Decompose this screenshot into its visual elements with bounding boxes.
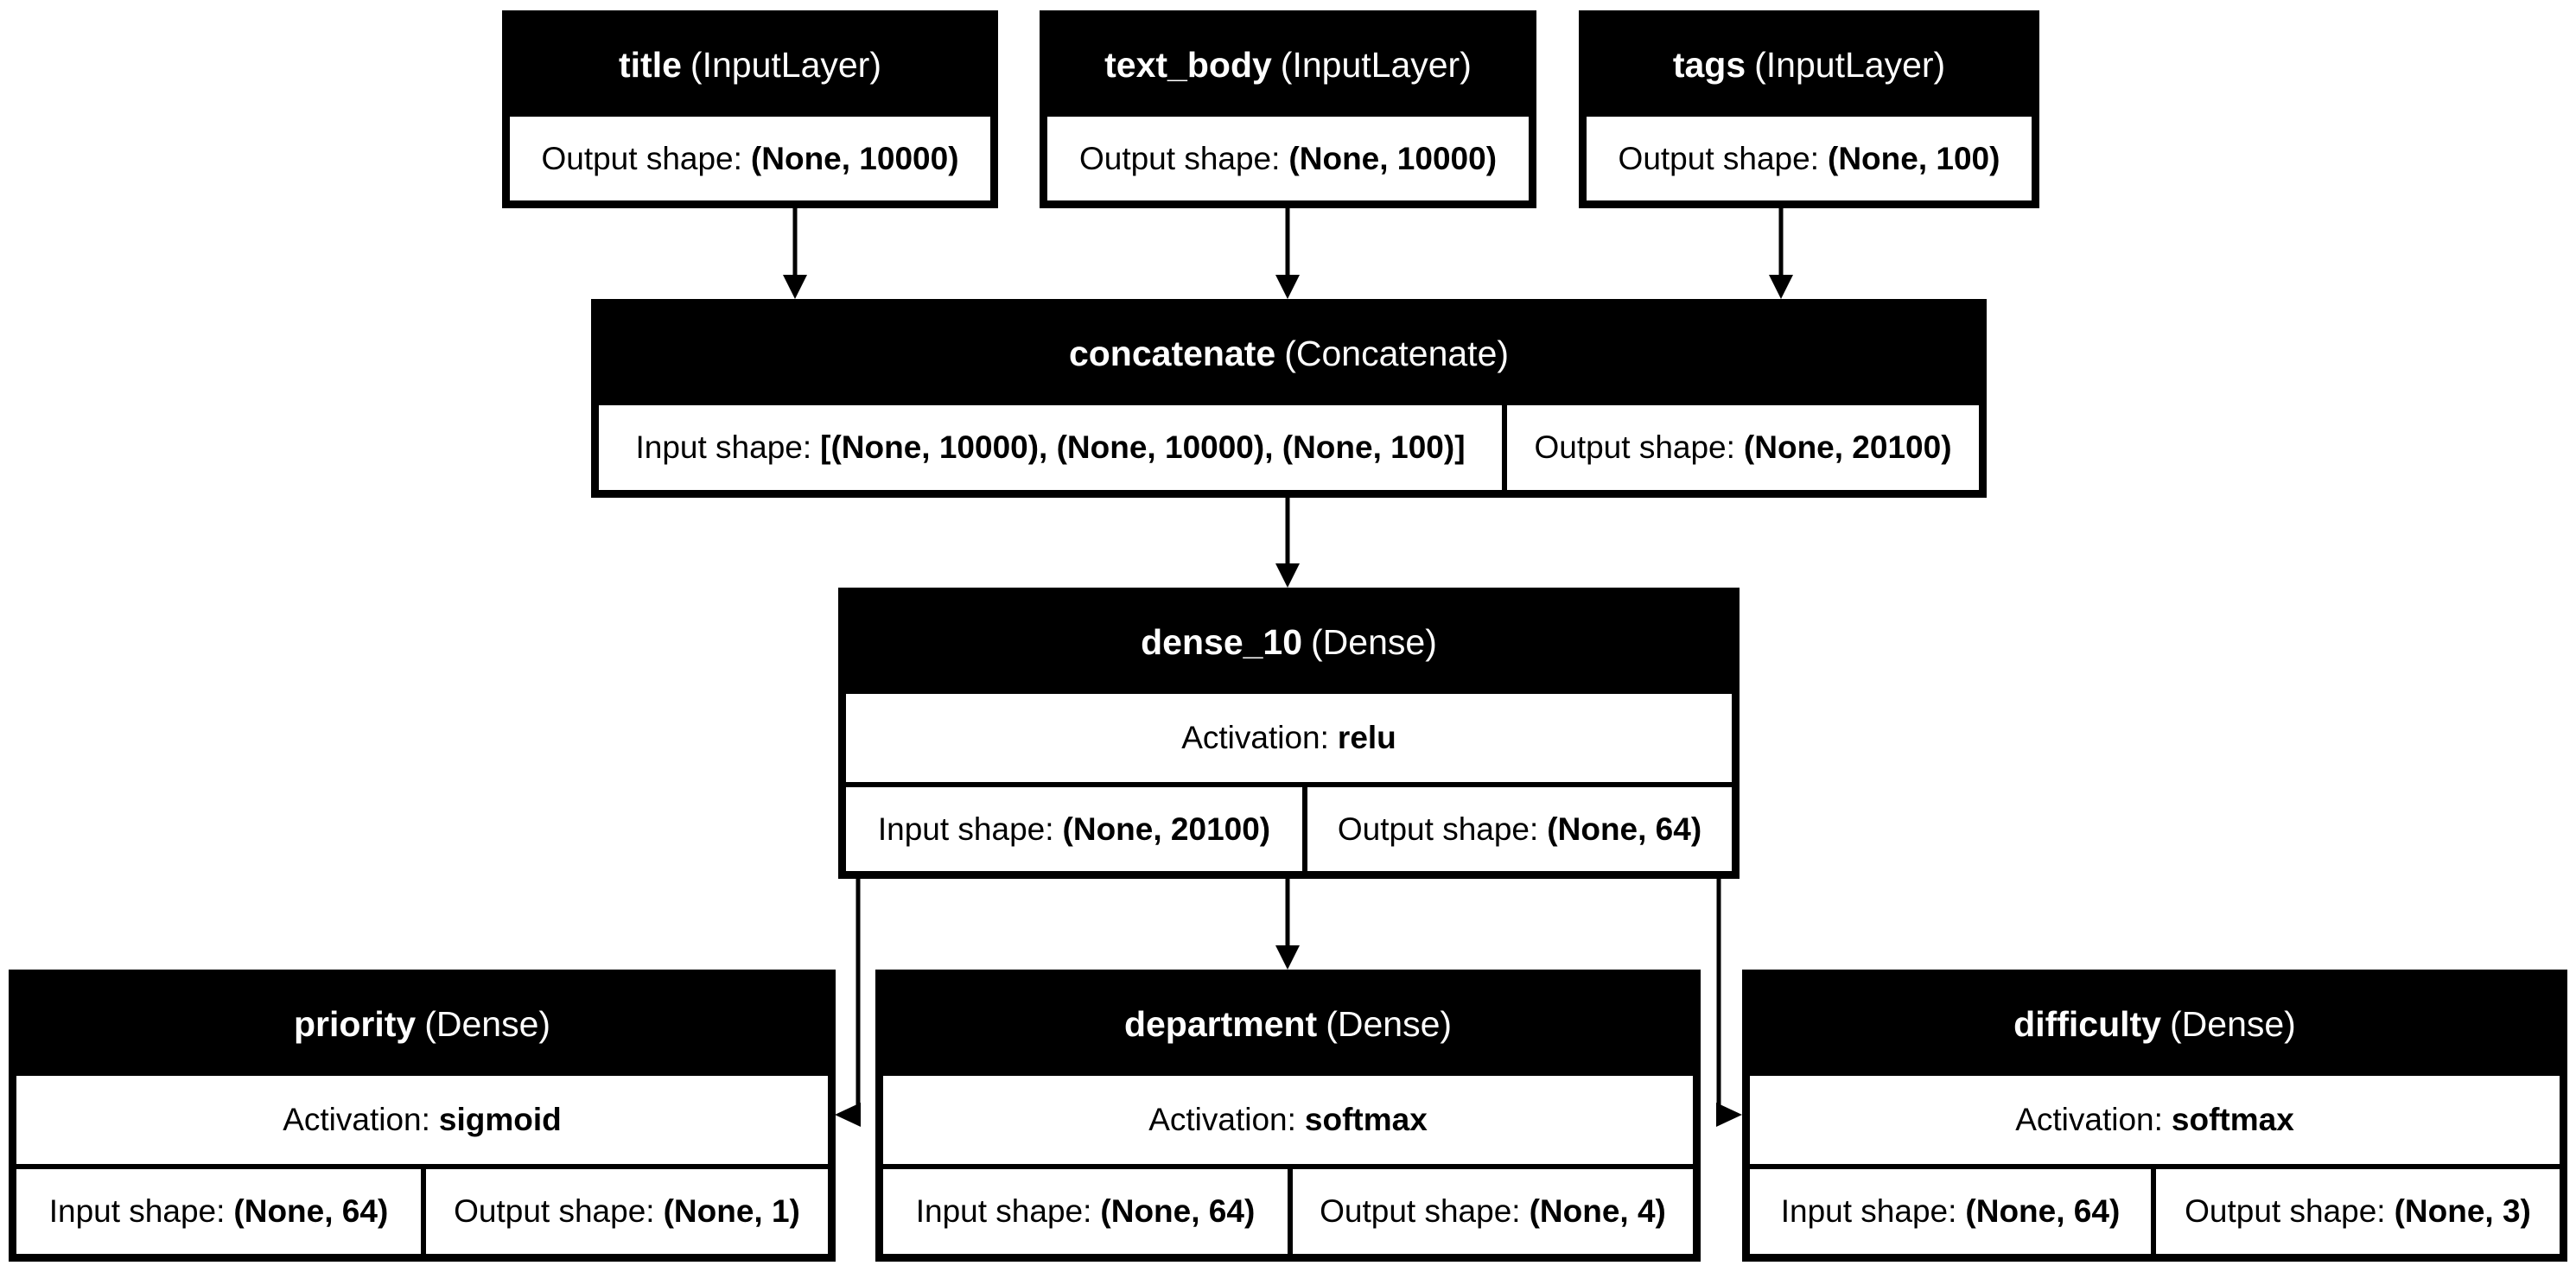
input-shape-value: [(None, 10000), (None, 10000), (None, 10… [820,429,1466,465]
input-shape-label: Input shape: [635,429,812,465]
output-shape-label: Output shape: [1078,140,1281,176]
arrowhead [1275,563,1300,588]
output-shape-value: (None, 20100) [1743,429,1952,465]
layer-name: text_body [1104,44,1272,85]
input-shape-value: (None, 64) [233,1193,389,1229]
layer-class: (Dense) [1311,621,1437,662]
activation-cell: Activation: relu [843,691,1734,785]
output-shape-cell: Output shape: (None, 10000) [507,114,993,203]
edge-dense_10-priority [855,878,861,1117]
node-difficulty-header: difficulty (Dense) [1747,975,2562,1073]
node-text_body-header: text_body (InputLayer) [1045,16,1531,114]
input-shape-cell: Input shape: (None, 64) [14,1167,423,1256]
node-title: title (InputLayer) Output shape: (None, … [502,10,998,208]
activation-value: relu [1337,720,1396,755]
arrowhead [1275,275,1300,299]
node-priority: priority (Dense) Activation: sigmoid Inp… [9,970,836,1262]
activation-value: softmax [2171,1102,2294,1137]
output-shape-cell: Output shape: (None, 10000) [1045,114,1531,203]
input-shape-label: Input shape: [1780,1193,1957,1229]
arrowhead [1275,945,1300,970]
output-shape-value: (None, 1) [663,1193,800,1229]
input-shape-label: Input shape: [877,811,1054,847]
node-tags-header: tags (InputLayer) [1584,16,2034,114]
layer-class: (Dense) [424,1003,551,1044]
layer-name: priority [293,1003,417,1044]
input-shape-label: Input shape: [915,1193,1092,1229]
node-title-header: title (InputLayer) [507,16,993,114]
layer-name: concatenate [1068,333,1276,373]
output-shape-label: Output shape: [1534,429,1735,465]
activation-label: Activation: [1181,720,1329,755]
input-shape-value: (None, 64) [1965,1193,2121,1229]
layer-class: (InputLayer) [1280,44,1472,85]
activation-cell: Activation: softmax [1747,1073,2562,1167]
input-shape-cell: Input shape: (None, 20100) [843,785,1305,874]
node-priority-header: priority (Dense) [14,975,830,1073]
activation-cell: Activation: sigmoid [14,1073,830,1167]
output-shape-label: Output shape: [1337,811,1539,847]
edge-dense_10-difficulty [1716,878,1721,1117]
node-department: department (Dense) Activation: softmax I… [875,970,1701,1262]
activation-label: Activation: [283,1102,430,1137]
activation-value: sigmoid [438,1102,562,1137]
node-dense_10-header: dense_10 (Dense) [843,593,1734,691]
output-shape-cell: Output shape: (None, 20100) [1504,403,1981,493]
output-shape-label: Output shape: [454,1193,655,1229]
layer-class: (Dense) [2170,1003,2296,1044]
node-tags: tags (InputLayer) Output shape: (None, 1… [1579,10,2039,208]
activation-label: Activation: [1148,1102,1296,1137]
input-shape-value: (None, 64) [1100,1193,1256,1229]
input-shape-cell: Input shape: (None, 64) [1747,1167,2153,1256]
output-shape-cell: Output shape: (None, 4) [1290,1167,1695,1256]
output-shape-value: (None, 10000) [1288,140,1498,176]
output-shape-cell: Output shape: (None, 1) [423,1167,830,1256]
input-shape-cell: Input shape: [(None, 10000), (None, 1000… [596,403,1504,493]
output-shape-label: Output shape: [1618,140,1819,176]
input-shape-value: (None, 20100) [1062,811,1271,847]
output-shape-label: Output shape: [541,140,742,176]
arrowhead [1769,275,1793,299]
activation-cell: Activation: softmax [881,1073,1695,1167]
output-shape-value: (None, 100) [1828,140,2000,176]
arrowhead [1716,1103,1742,1127]
output-shape-cell: Output shape: (None, 64) [1305,785,1734,874]
output-shape-cell: Output shape: (None, 3) [2153,1167,2562,1256]
arrowhead [783,275,807,299]
output-shape-label: Output shape: [1320,1193,1521,1229]
layer-class: (Dense) [1326,1003,1453,1044]
output-shape-label: Output shape: [2185,1193,2386,1229]
layer-class: (InputLayer) [690,44,881,85]
layer-class: (InputLayer) [1754,44,1946,85]
activation-label: Activation: [2015,1102,2163,1137]
output-shape-value: (None, 64) [1547,811,1702,847]
node-dense_10: dense_10 (Dense) Activation: relu Input … [838,588,1740,879]
layer-name: dense_10 [1141,621,1303,662]
output-shape-value: (None, 10000) [750,140,959,176]
node-concatenate: concatenate (Concatenate) Input shape: [… [591,299,1987,498]
node-concatenate-header: concatenate (Concatenate) [596,304,1981,403]
output-shape-value: (None, 3) [2394,1193,2531,1229]
node-difficulty: difficulty (Dense) Activation: softmax I… [1742,970,2567,1262]
output-shape-cell: Output shape: (None, 100) [1584,114,2034,203]
layer-name: tags [1672,44,1746,85]
input-shape-label: Input shape: [48,1193,226,1229]
node-text_body: text_body (InputLayer) Output shape: (No… [1040,10,1536,208]
input-shape-cell: Input shape: (None, 64) [881,1167,1290,1256]
activation-value: softmax [1304,1102,1428,1137]
arrowhead [835,1103,861,1127]
output-shape-value: (None, 4) [1529,1193,1666,1229]
layer-name: department [1123,1003,1318,1044]
layer-class: (Concatenate) [1284,333,1510,373]
layer-name: difficulty [2013,1003,2161,1044]
layer-name: title [619,44,682,85]
node-department-header: department (Dense) [881,975,1695,1073]
